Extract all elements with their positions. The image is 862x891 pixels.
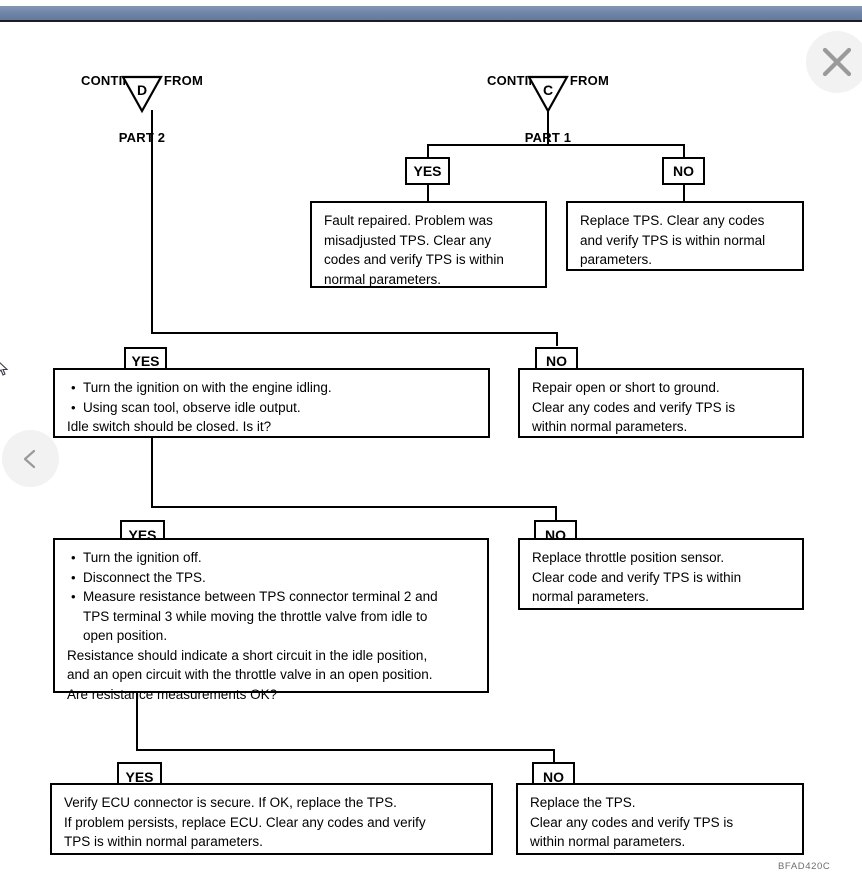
box-line: Repair open or short to ground. — [532, 380, 720, 395]
box-line: If problem persists, replace ECU. Clear … — [64, 814, 426, 830]
connector-d-title-line2: PART 2 — [118, 130, 166, 145]
line-d-to-no2 — [556, 332, 558, 346]
box-line: Idle switch should be closed. Is it? — [67, 419, 272, 434]
box-line: Fault repaired. Problem was — [324, 213, 493, 228]
connector-d-symbol: D — [120, 74, 164, 114]
text-box-step-idle-switch: Turn the ignition on with the engine idl… — [53, 368, 490, 438]
box-line: Resistance should indicate a short circu… — [67, 647, 428, 663]
line-yes1-to-box — [427, 185, 429, 202]
box-line: Replace throttle position sensor. — [532, 550, 725, 565]
line-d-trunk — [151, 110, 153, 334]
bullet-item: Turn the ignition on with the engine idl… — [71, 378, 478, 398]
box-line: and verify TPS is within normal — [580, 232, 766, 248]
branch-label-no-1: NO — [662, 157, 705, 185]
close-icon — [817, 42, 857, 82]
box-line: Are resistance measurements OK? — [67, 686, 278, 702]
box-line: Clear code and verify TPS is within — [532, 569, 742, 585]
connector-d-letter: D — [137, 82, 147, 98]
box-line: codes and verify TPS is within — [324, 252, 504, 267]
box-line: Clear any codes and verify TPS is — [530, 814, 734, 830]
flowchart-canvas: CONTINUED FROM PART 2 D CONTINUED FROM P… — [0, 20, 862, 891]
box-line: Clear any codes and verify TPS is — [532, 399, 736, 415]
text-box-verify-ecu-connector: Verify ECU connector is secure. If OK, r… — [50, 783, 493, 855]
line-c-split — [427, 144, 684, 146]
cursor-artifact-icon — [0, 362, 9, 376]
line-split-3 — [151, 506, 557, 508]
line-no1-to-box — [683, 185, 685, 202]
text-box-part1-no-result: Replace TPS. Clear any codes and verify … — [566, 201, 804, 271]
figure-code-label: BFAD420C — [778, 861, 831, 872]
box-line: TPS is within normal parameters. — [64, 834, 263, 849]
line-c-down — [547, 110, 549, 145]
window-top-whitespace — [0, 0, 862, 6]
box-line: normal parameters. — [324, 271, 442, 287]
line-d-split — [151, 332, 558, 334]
connector-c-symbol: C — [526, 74, 570, 114]
bullet-item: Turn the ignition off. — [71, 548, 477, 568]
line-to-no4 — [553, 749, 555, 762]
bullet-item: Disconnect the TPS. — [71, 568, 477, 588]
viewer-chrome-band — [0, 6, 862, 22]
box-line: misadjusted TPS. Clear any — [324, 232, 492, 248]
bullet-item: Measure resistance between TPS connector… — [71, 587, 477, 646]
connector-c-letter: C — [543, 82, 553, 98]
bullet-list: Turn the ignition off. Disconnect the TP… — [67, 548, 477, 646]
line-c-to-no — [683, 144, 685, 157]
line-to-no3 — [555, 506, 557, 520]
line-trunk-2 — [151, 438, 153, 508]
box-line: Verify ECU connector is secure. If OK, r… — [64, 795, 397, 810]
text-box-part1-yes-result: Fault repaired. Problem was misadjusted … — [310, 201, 547, 288]
bullet-list: Turn the ignition on with the engine idl… — [67, 378, 478, 417]
line-c-to-yes — [427, 144, 429, 157]
box-line: Replace TPS. Clear any codes — [580, 213, 765, 228]
connector-c-title-line2: PART 1 — [524, 130, 572, 145]
box-line: within normal parameters. — [532, 419, 688, 434]
bullet-item: Using scan tool, observe idle output. — [71, 398, 478, 418]
text-box-replace-the-tps: Replace the TPS. Clear any codes and ver… — [516, 783, 804, 855]
line-trunk-3 — [136, 693, 138, 751]
line-split-4 — [136, 749, 555, 751]
box-line: parameters. — [580, 252, 653, 267]
box-line: and an open circuit with the throttle va… — [67, 667, 433, 682]
box-line: normal parameters. — [532, 589, 650, 604]
text-box-replace-throttle-position-sensor: Replace throttle position sensor. Clear … — [518, 538, 804, 610]
box-line: Replace the TPS. — [530, 795, 636, 810]
text-box-repair-open-short: Repair open or short to ground. Clear an… — [518, 368, 804, 438]
previous-page-button[interactable] — [2, 430, 59, 487]
text-box-step-measure-resistance: Turn the ignition off. Disconnect the TP… — [53, 538, 489, 702]
close-button[interactable] — [806, 31, 862, 93]
branch-label-yes-1: YES — [405, 157, 450, 185]
chevron-left-icon — [18, 446, 44, 472]
box-line: within normal parameters. — [530, 834, 686, 849]
